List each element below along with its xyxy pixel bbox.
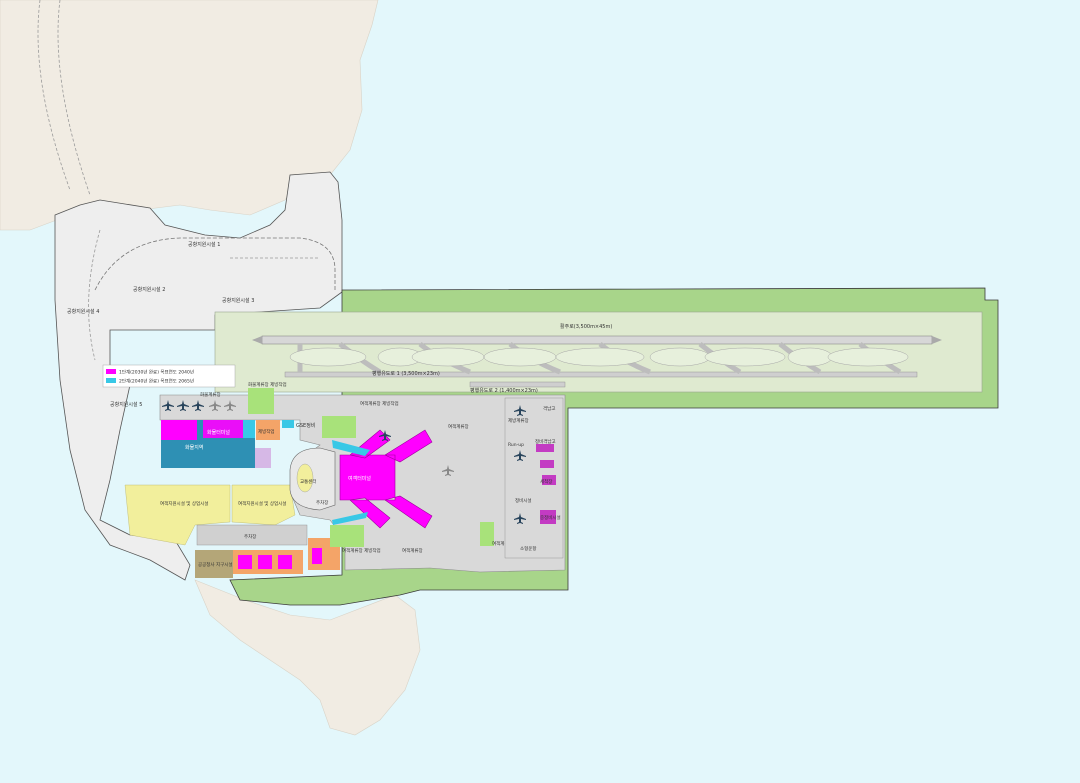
aircraft-icon: [514, 405, 526, 416]
south-block-magenta-2: [258, 555, 272, 569]
pax-support-zone-1: [124, 484, 231, 546]
pax-support-zone-2: [231, 484, 296, 526]
south-block-magenta-3: [278, 555, 292, 569]
taxiway2-label: 평행유도로 2 (1,400m×23m): [470, 387, 538, 394]
east-bldg-2-label: 중정비시설: [540, 514, 561, 521]
taxiway-1: [284, 371, 918, 378]
support2-label: 공항지원시설 2: [133, 286, 165, 293]
public-office-label: 공공청사 지구시설: [198, 561, 233, 568]
pax-deice-east: [480, 522, 494, 546]
parking-lot: [196, 524, 308, 546]
legend-phase2-swatch: [106, 378, 116, 383]
aircraft-icon: [224, 400, 236, 411]
transport-center-core: [296, 463, 314, 493]
runway: [261, 335, 933, 345]
taxiway1-label: 평행유도로 1 (3,500m×23m): [372, 370, 440, 377]
pax-support-1-label: 여객지원시설 및 상업시설: [160, 500, 208, 507]
aircraft-group: [162, 400, 526, 524]
aircraft-icon: [442, 465, 454, 476]
aircraft-icon: [177, 400, 189, 411]
public-office: [195, 550, 233, 578]
support5-label: 공항지원시설 5: [110, 401, 142, 408]
cargo-terminal-cyan: [243, 420, 255, 438]
aircraft-icon: [514, 450, 526, 461]
pax-deice-north-label: 여객계류장 제빙작업: [360, 400, 399, 407]
cargo-area-lavender: [255, 448, 271, 468]
aircraft-icon: [162, 400, 174, 411]
maint-facility-label: 정비시설: [515, 497, 532, 504]
legend-phase1-label: 1단계(2030년 완료) 목표연도 2040년: [119, 369, 194, 376]
loop-road: [94, 237, 336, 291]
parking-lot-label: 주차장: [244, 533, 256, 540]
grass-islands: [289, 347, 909, 367]
legend-phase2-label: 2단계(2040년 완료) 목표연도 2065년: [119, 378, 194, 385]
terminal-label: 여객터미널: [348, 475, 371, 482]
aircraft-icon: [192, 400, 204, 411]
cargo-terminal-label: 화물터미널: [207, 429, 230, 436]
hangar-label: 격납고: [543, 405, 555, 412]
cargo-deice-green: [248, 388, 274, 414]
cargo-area-blue: [161, 440, 197, 468]
gse-label: GSE정비: [296, 422, 315, 429]
land-south-peninsula: [194, 579, 421, 736]
taxiway-2: [469, 381, 566, 388]
cargo-terminal-phase1: [161, 420, 197, 440]
runup-label: Run-up: [508, 442, 524, 448]
support4-label: 공항지원시설 4: [67, 308, 99, 315]
support-area: [54, 171, 343, 581]
aircraft-icon: [514, 513, 526, 524]
cargo-terminal-phase2: [203, 420, 243, 438]
terminal-expansion-south: [332, 512, 368, 525]
cleaning-label: 세척장: [540, 478, 552, 485]
south-block-magenta-1: [238, 555, 252, 569]
legend-box: [102, 364, 236, 388]
south-block-magenta-4: [312, 548, 322, 564]
terminal-expansion-north: [332, 440, 370, 456]
east-bldg-2: [540, 460, 554, 468]
cargo-apron-label: 화물계류장: [200, 391, 221, 398]
small-aircraft-label: 소형운항: [520, 545, 537, 552]
parking-bldg-label: 주차장: [316, 499, 328, 506]
maint-apron-label: 제방계류장: [508, 417, 529, 424]
support1-label: 공항지원시설 1: [188, 241, 220, 248]
pax-deice-south-label: 여객계류장 제빙작업: [342, 547, 381, 554]
transport-center-label: 교통센터: [300, 478, 317, 485]
pax-deice-south: [330, 525, 364, 547]
deice-pad-orange: [256, 420, 280, 440]
support3-label: 공항지원시설 3: [222, 297, 254, 304]
east-bldg-3: [542, 475, 556, 485]
legend-phase1-swatch: [106, 369, 116, 374]
landside-roads: [37, 0, 320, 361]
east-bldg-1: [536, 444, 554, 452]
cargo-deice-label: 화물계류장 제빙작업: [248, 381, 287, 388]
runway-label: 활주로(3,500m×45m): [560, 323, 612, 330]
east-bldg-4: [540, 510, 556, 524]
aircraft-icon: [379, 430, 391, 441]
east-bldg-1-label: 정비격납고: [535, 438, 556, 445]
aircraft-icon: [209, 400, 221, 411]
pax-apron-1-label: 여객계류장: [448, 423, 469, 430]
cargo-area-label: 화물지역: [185, 444, 203, 451]
pax-support-2-label: 여객지원시설 및 상업시설: [238, 500, 286, 507]
pax-apron-2-label: 여객계류장: [402, 547, 423, 554]
deice-pad-label: 제빙작업: [258, 428, 275, 435]
pax-deice-north: [322, 416, 356, 438]
gse-block: [282, 420, 294, 428]
